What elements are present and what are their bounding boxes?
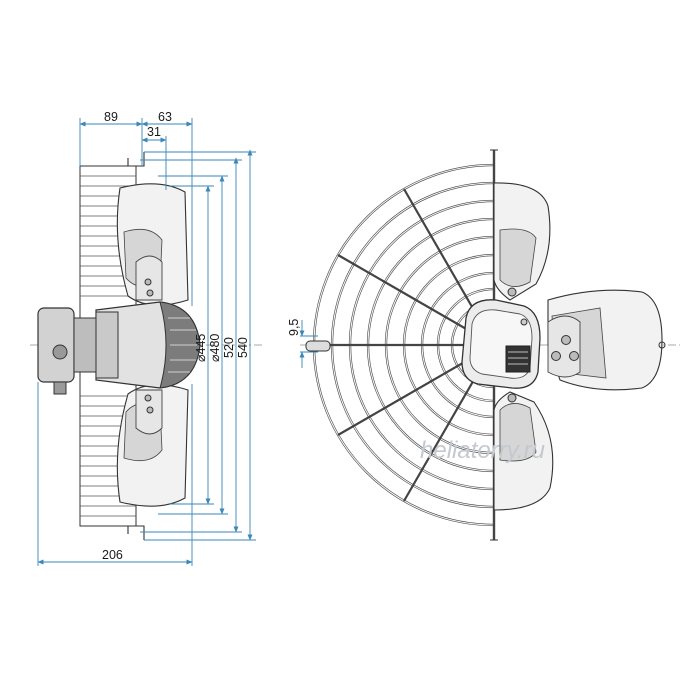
motor-front [461, 299, 541, 389]
top-dimension-lines [79, 118, 193, 306]
dim-label-206: 206 [102, 548, 123, 562]
mount-tab-front [305, 340, 331, 352]
dim-label-9-5: 9,5 [287, 319, 301, 336]
blade-front-right [547, 289, 666, 391]
watermark: heliatorry.ru [420, 437, 545, 464]
dim-label-31: 31 [147, 125, 161, 139]
bottom-dimension-line [37, 382, 193, 566]
blade-front-bottom [493, 391, 554, 511]
vertical-dimension-lines [140, 149, 256, 541]
dim-label-dia-445: ⌀445 [194, 334, 208, 362]
dim-label-63: 63 [158, 110, 172, 124]
dim-label-520: 520 [222, 337, 236, 358]
motor-side [37, 301, 201, 395]
dim-label-540: 540 [236, 337, 250, 358]
blade-side-lower [116, 384, 189, 507]
dim-label-dia-480: ⌀480 [208, 334, 222, 362]
blade-side-upper [116, 183, 189, 306]
blade-front-top [493, 182, 551, 301]
side-view: 89 63 31 206 ⌀445 ⌀480 520 540 [30, 110, 262, 566]
front-view: 9,5 [287, 149, 680, 541]
dim-label-89: 89 [104, 110, 118, 124]
